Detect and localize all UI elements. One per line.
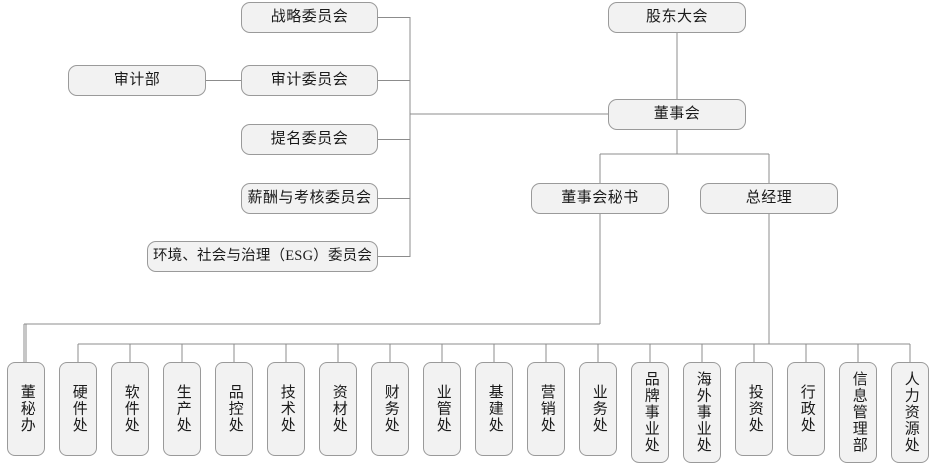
node-strategy-committee-label: 战略委员会 — [270, 9, 349, 26]
department-box-label: 生产处 — [174, 384, 191, 434]
department-box-label: 资材处 — [330, 384, 347, 434]
department-box[interactable]: 业务处 — [579, 362, 617, 456]
department-box-label: 行政处 — [798, 384, 815, 434]
department-box[interactable]: 技术处 — [267, 362, 305, 456]
department-box-label: 品控处 — [226, 384, 243, 434]
department-box[interactable]: 董秘办 — [7, 362, 45, 456]
department-box-label: 财务处 — [382, 384, 399, 434]
department-box[interactable]: 海外事业处 — [683, 362, 721, 463]
node-audit-department-label: 审计部 — [113, 72, 161, 89]
department-box-label: 信息管理部 — [850, 371, 867, 454]
department-box[interactable]: 投资处 — [735, 362, 773, 456]
department-box[interactable]: 基建处 — [475, 362, 513, 456]
node-remuneration-committee[interactable]: 薪酬与考核委员会 — [241, 183, 378, 214]
department-box-label: 投资处 — [746, 384, 763, 434]
department-box-label: 技术处 — [278, 384, 295, 434]
node-audit-committee-label: 审计委员会 — [270, 72, 349, 89]
department-box-label: 基建处 — [486, 384, 503, 434]
node-general-manager[interactable]: 总经理 — [700, 183, 838, 214]
department-box-label: 软件处 — [122, 384, 139, 434]
department-box[interactable]: 营销处 — [527, 362, 565, 456]
department-box[interactable]: 品牌事业处 — [631, 362, 669, 463]
node-board-of-directors-label: 董事会 — [653, 106, 701, 123]
department-box[interactable]: 行政处 — [787, 362, 825, 456]
department-box[interactable]: 硬件处 — [59, 362, 97, 456]
node-esg-committee-label: 环境、社会与治理（ESG）委员会 — [152, 247, 373, 264]
node-remuneration-committee-label: 薪酬与考核委员会 — [247, 190, 372, 207]
node-nomination-committee-label: 提名委员会 — [270, 131, 349, 148]
department-box[interactable]: 信息管理部 — [839, 362, 877, 463]
department-box-label: 人力资源处 — [902, 371, 919, 454]
department-box[interactable]: 品控处 — [215, 362, 253, 456]
department-box[interactable]: 资材处 — [319, 362, 357, 456]
node-nomination-committee[interactable]: 提名委员会 — [241, 124, 378, 155]
department-box-label: 营销处 — [538, 384, 555, 434]
node-board-secretary[interactable]: 董事会秘书 — [531, 183, 669, 214]
department-box[interactable]: 财务处 — [371, 362, 409, 456]
node-strategy-committee[interactable]: 战略委员会 — [241, 2, 378, 33]
node-board-secretary-label: 董事会秘书 — [561, 190, 639, 207]
node-shareholders-meeting[interactable]: 股东大会 — [608, 2, 746, 33]
department-box-label: 业管处 — [434, 384, 451, 434]
department-box[interactable]: 生产处 — [163, 362, 201, 456]
node-audit-department[interactable]: 审计部 — [68, 65, 206, 96]
department-box-label: 品牌事业处 — [642, 371, 659, 454]
node-general-manager-label: 总经理 — [745, 190, 793, 207]
node-esg-committee[interactable]: 环境、社会与治理（ESG）委员会 — [147, 241, 378, 272]
node-board-of-directors[interactable]: 董事会 — [608, 99, 746, 130]
node-audit-committee[interactable]: 审计委员会 — [241, 65, 378, 96]
department-box-label: 业务处 — [590, 384, 607, 434]
department-box[interactable]: 人力资源处 — [891, 362, 929, 463]
node-shareholders-meeting-label: 股东大会 — [645, 9, 708, 26]
department-box-label: 海外事业处 — [694, 371, 711, 454]
department-box[interactable]: 业管处 — [423, 362, 461, 456]
department-box-label: 硬件处 — [70, 384, 87, 434]
department-box-label: 董秘办 — [18, 384, 35, 434]
department-box[interactable]: 软件处 — [111, 362, 149, 456]
